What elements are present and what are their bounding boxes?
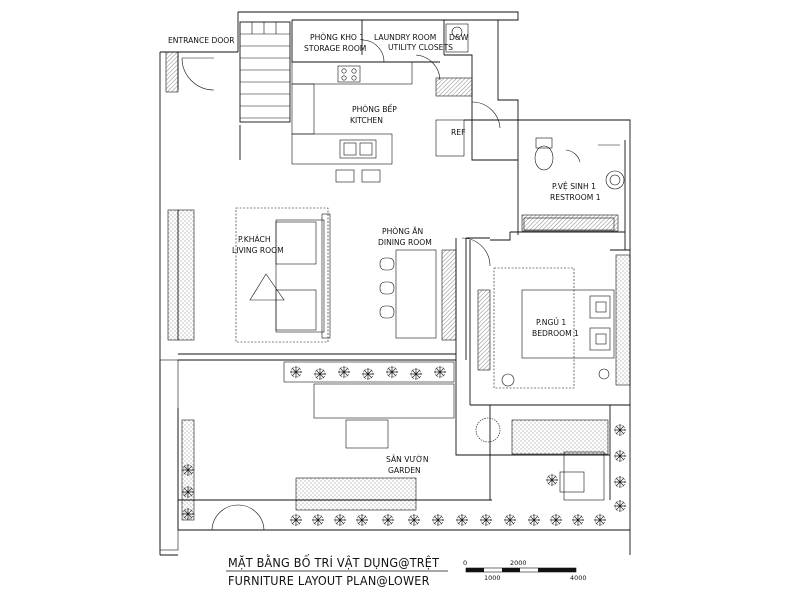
garden-features: [283, 361, 609, 511]
laundry-fixtures: [435, 23, 473, 157]
label-storage-vi: PHÒNG KHO 1: [310, 33, 364, 42]
label-bedroom-en: BEDROOM 1: [532, 329, 579, 338]
label-kitchen-vi: PHÒNG BẾP: [352, 104, 397, 114]
staircase: [240, 22, 290, 119]
label-utility: UTILITY CLOSETS: [388, 43, 453, 52]
label-dining-en: DINING ROOM: [378, 238, 432, 247]
label-storage-en: STORAGE ROOM: [304, 44, 366, 53]
doors: [181, 39, 581, 531]
label-restroom-en: RESTROOM 1: [550, 193, 601, 202]
scale-label-2000: 2000: [510, 559, 527, 567]
label-living-vi: P.KHÁCH: [238, 235, 271, 244]
label-garden-en: GARDEN: [388, 466, 421, 475]
scale-label-0: 0: [463, 559, 467, 567]
kitchen-fixtures: [291, 61, 413, 183]
label-kitchen-en: KITCHEN: [350, 116, 383, 125]
label-laundry: LAUNDRY ROOM: [374, 33, 436, 42]
dining-furniture: [379, 249, 437, 339]
label-ref: REF: [451, 128, 465, 137]
bedroom-furniture: [493, 217, 615, 389]
title-line-2: FURNITURE LAYOUT PLAN@LOWER: [228, 573, 430, 588]
label-restroom-vi: P.VỆ SINH 1: [552, 182, 596, 191]
wall-fills: [159, 51, 631, 551]
scale-bar: 0 2000 1000 4000: [463, 559, 587, 582]
label-dining-vi: PHÒNG ĂN: [382, 227, 423, 236]
title-line-1: MẶT BẰNG BỐ TRÍ VẬT DỤNG@TRỆT: [228, 554, 439, 570]
living-room-furniture: [235, 207, 331, 343]
label-dw: D&W: [449, 33, 469, 42]
label-living-en: LIVING ROOM: [232, 246, 284, 255]
label-garden-vi: SÂN VƯỜN: [386, 455, 429, 464]
restroom-fixtures: [534, 137, 625, 190]
room-labels: ENTRANCE DOOR PHÒNG KHO 1 STORAGE ROOM L…: [168, 33, 601, 475]
scale-label-1000: 1000: [484, 574, 501, 582]
drawing-title: MẶT BẰNG BỐ TRÍ VẬT DỤNG@TRỆT FURNITURE …: [226, 554, 448, 588]
label-bedroom-vi: P.NGỦ 1: [536, 317, 566, 327]
scale-label-4000: 4000: [570, 574, 587, 582]
label-entrance-door: ENTRANCE DOOR: [168, 36, 235, 45]
